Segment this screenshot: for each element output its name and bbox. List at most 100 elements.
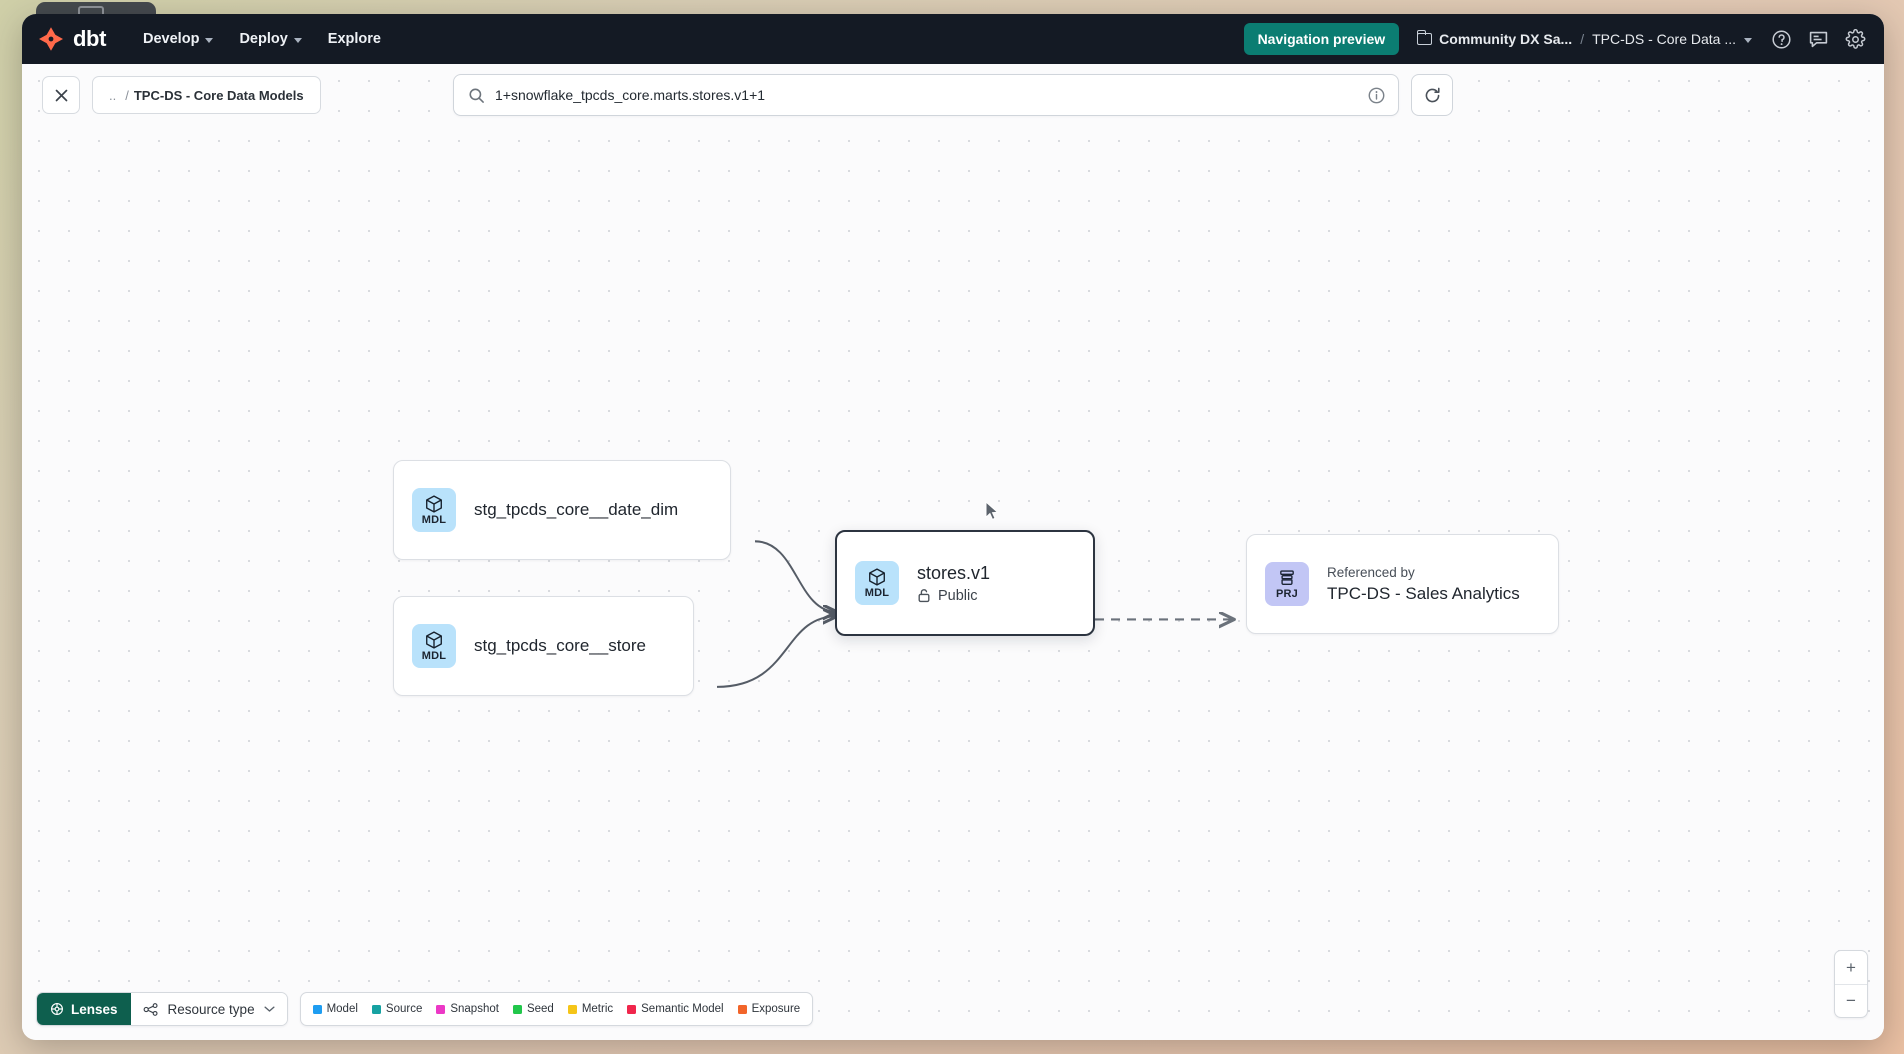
node-title: stg_tpcds_core__store [474, 636, 646, 655]
legend-item-source: Source [371, 1003, 422, 1015]
breadcrumb-project-label: TPC-DS - Core Data ... [1592, 31, 1736, 47]
explore-toolbar: .. / TPC-DS - Core Data Models [22, 64, 1884, 126]
legend-label-metric: Metric [581, 1003, 614, 1015]
project-badge: PRJ [1265, 562, 1309, 606]
search-icon [469, 87, 484, 103]
breadcrumb-chip-name: TPC-DS - Core Data Models [133, 87, 304, 103]
legend-swatch-source [371, 1004, 381, 1014]
zoom-out-button[interactable]: − [1835, 984, 1867, 1017]
legend-label-snapshot: Snapshot [450, 1003, 499, 1015]
unlock-icon [918, 589, 930, 603]
resource-type-dropdown[interactable]: Resource type [130, 993, 287, 1025]
nav-item-explore[interactable]: Explore [317, 24, 392, 54]
model-badge: MDL [855, 561, 899, 605]
toolbar-center-group [453, 74, 1453, 116]
project-badge-abbr: PRJ [1276, 588, 1298, 600]
legend-swatch-seed [512, 1004, 522, 1014]
breadcrumb-separator: / [1580, 31, 1585, 47]
legend-swatch-semantic-model [627, 1004, 637, 1014]
graph-node-stg-tpcds-core-store[interactable]: MDL stg_tpcds_core__store [393, 596, 694, 696]
legend-item-seed: Seed [512, 1003, 554, 1015]
node-access-row: Public [917, 588, 990, 604]
lenses-label: Lenses [71, 1001, 118, 1017]
model-badge: MDL [412, 624, 456, 668]
lineage-canvas[interactable]: MDL stg_tpcds_core__date_dim MDL stg_tpc… [22, 64, 1884, 1040]
brand-wordmark: dbt [73, 26, 107, 51]
edge-date-dim-to-stores [754, 540, 837, 612]
graph-node-stg-tpcds-core-date-dim[interactable]: MDL stg_tpcds_core__date_dim [393, 460, 731, 560]
breadcrumb-chip-slash: / [125, 87, 129, 103]
nav-item-deploy[interactable]: Deploy [228, 24, 312, 54]
nav-links: Develop Deploy Explore [132, 24, 392, 54]
legend-item-snapshot: Snapshot [436, 1003, 499, 1015]
app-window: dbt Develop Deploy Explore Navigation pr… [22, 14, 1884, 1040]
folder-icon [1416, 29, 1433, 45]
node-text: Referenced by TPC-DS - Sales Analytics [1327, 565, 1520, 604]
chevron-down-icon [1744, 37, 1752, 43]
help-circle-icon[interactable] [1770, 28, 1792, 50]
model-badge-abbr: MDL [421, 650, 447, 662]
resource-type-label: Resource type [167, 1001, 255, 1017]
top-navbar: dbt Develop Deploy Explore Navigation pr… [22, 14, 1884, 64]
close-x-icon [55, 89, 67, 101]
chevron-down-icon [205, 37, 214, 43]
project-stack-icon [1280, 570, 1294, 586]
nodes-graph-icon [143, 1002, 158, 1016]
nav-item-develop[interactable]: Develop [132, 24, 224, 54]
info-circle-icon [1368, 87, 1385, 103]
legend-label-model: Model [326, 1003, 358, 1015]
legend-label-seed: Seed [526, 1003, 554, 1015]
node-title: stg_tpcds_core__date_dim [474, 500, 679, 519]
legend-swatch-exposure [737, 1004, 747, 1014]
breadcrumb-chip-dots: .. [109, 87, 117, 103]
node-subtitle: Referenced by [1327, 564, 1415, 580]
legend-label-semantic-model: Semantic Model [641, 1003, 724, 1015]
legend-swatch-metric [567, 1004, 577, 1014]
zoom-controls: + − [1834, 950, 1868, 1018]
breadcrumb-chip[interactable]: .. / TPC-DS - Core Data Models [92, 76, 321, 114]
refresh-graph-button[interactable] [1411, 74, 1453, 116]
zoom-in-button[interactable]: + [1846, 957, 1856, 977]
breadcrumb-account-label: Community DX Sa... [1439, 31, 1573, 47]
chevron-down-icon [263, 1006, 275, 1012]
refresh-icon [1425, 87, 1440, 102]
search-bar[interactable] [453, 74, 1399, 116]
dbt-logo-icon [36, 24, 66, 54]
nav-item-develop-label: Develop [143, 31, 200, 47]
settings-gear-icon[interactable] [1844, 28, 1866, 50]
legend-swatch-model [312, 1004, 322, 1014]
breadcrumb-account[interactable]: Community DX Sa... [1416, 29, 1573, 47]
breadcrumb-project[interactable]: TPC-DS - Core Data ... [1592, 31, 1752, 47]
cube-icon [426, 495, 442, 513]
model-badge-abbr: MDL [864, 587, 890, 599]
legend-item-metric: Metric [567, 1003, 614, 1015]
legend-item-exposure: Exposure [737, 1003, 801, 1015]
lenses-button[interactable]: Lenses [37, 993, 131, 1025]
graph-layer: MDL stg_tpcds_core__date_dim MDL stg_tpc… [22, 64, 1884, 1040]
brand-logo[interactable]: dbt [36, 24, 106, 54]
node-text: stores.v1 Public [917, 563, 990, 604]
legend-swatch-snapshot [436, 1004, 446, 1014]
node-text: stg_tpcds_core__date_dim [474, 500, 678, 520]
node-title: TPC-DS - Sales Analytics [1327, 583, 1520, 603]
node-title: stores.v1 [917, 562, 991, 583]
lens-globe-icon [51, 1003, 63, 1015]
feedback-chat-icon[interactable] [1807, 28, 1829, 50]
nav-item-deploy-label: Deploy [239, 31, 288, 47]
graph-node-stores-v1[interactable]: MDL stores.v1 Public [835, 530, 1095, 636]
search-input[interactable] [495, 87, 1367, 103]
resource-type-legend: Model Source Snapshot Seed Metric [299, 992, 814, 1026]
close-lineage-button[interactable] [42, 76, 80, 114]
navigation-preview-button[interactable]: Navigation preview [1243, 23, 1400, 55]
graph-node-referenced-by-project[interactable]: PRJ Referenced by TPC-DS - Sales Analyti… [1246, 534, 1559, 634]
legend-label-exposure: Exposure [751, 1003, 801, 1015]
toolbar-left-group: .. / TPC-DS - Core Data Models [42, 76, 321, 114]
mouse-cursor [985, 501, 999, 521]
model-badge: MDL [412, 488, 456, 532]
node-access-label: Public [938, 587, 978, 604]
model-badge-abbr: MDL [421, 514, 447, 526]
lens-control-group: Lenses Resource type [36, 992, 288, 1026]
legend-item-semantic-model: Semantic Model [627, 1003, 724, 1015]
navbar-breadcrumb: Community DX Sa... / TPC-DS - Core Data … [1416, 29, 1752, 47]
legend-item-model: Model [312, 1003, 358, 1015]
